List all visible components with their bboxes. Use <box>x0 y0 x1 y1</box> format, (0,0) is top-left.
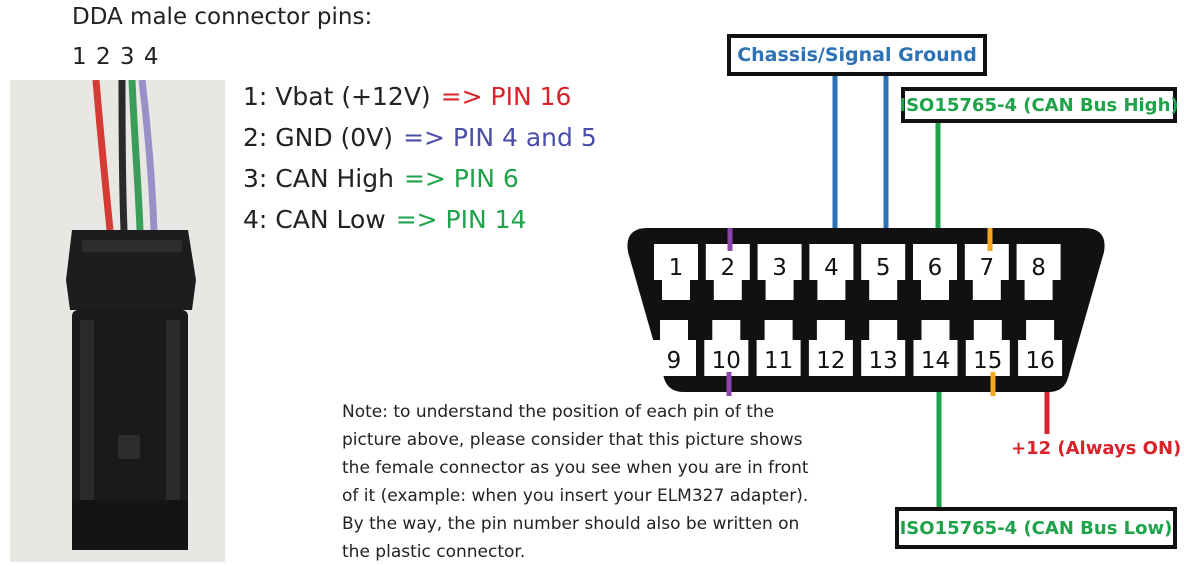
can-high-label: ISO15765-4 (CAN Bus High) <box>899 87 1179 123</box>
pin-slot <box>809 244 854 300</box>
wire-green <box>128 80 144 231</box>
dda-connector-photo <box>10 80 225 562</box>
power-label: +12 (Always ON) <box>1011 438 1182 459</box>
pin-number-8: 8 <box>1031 255 1046 281</box>
pin-number-7: 7 <box>979 255 994 281</box>
pin-number-16: 16 <box>1025 348 1054 374</box>
pin-slot <box>913 244 957 300</box>
pin-number-15: 15 <box>973 348 1002 374</box>
pin-number-10: 10 <box>712 348 741 374</box>
ground-label: Chassis/Signal Ground <box>727 34 987 76</box>
pin-slot <box>861 244 906 300</box>
pin-slot <box>654 244 698 300</box>
pin-number-11: 11 <box>764 348 793 374</box>
pin-slot <box>652 320 696 376</box>
pin-number-12: 12 <box>816 348 845 374</box>
pin-number-3: 3 <box>772 255 787 281</box>
pin-number-13: 13 <box>869 348 898 374</box>
pin-slot <box>705 244 750 300</box>
pin-slot <box>756 320 801 376</box>
pin-number-2: 2 <box>720 255 735 281</box>
pin-number-14: 14 <box>921 348 950 374</box>
legend-row-can-high: 3: CAN High=> PIN 6 <box>243 164 519 193</box>
pin-number-9: 9 <box>667 348 682 374</box>
pin-slot <box>808 320 853 376</box>
pin-number-5: 5 <box>876 255 891 281</box>
wire-black <box>118 80 128 231</box>
can-low-label: ISO15765-4 (CAN Bus Low) <box>895 507 1177 549</box>
legend-row-can-low: 4: CAN Low=> PIN 14 <box>243 205 527 234</box>
legend-row-gnd: 2: GND (0V)=> PIN 4 and 5 <box>243 123 597 152</box>
pin-slot <box>964 244 1009 300</box>
dda-pin-order: 1 2 3 4 <box>72 44 160 70</box>
note-text: Note: to understand the position of each… <box>342 402 809 562</box>
pin-slot <box>913 320 958 376</box>
legend-row-vbat: 1: Vbat (+12V)=> PIN 16 <box>243 82 572 111</box>
connector-body <box>72 310 188 550</box>
pin-slot <box>1018 320 1063 376</box>
pin-slot <box>965 320 1010 376</box>
pin-slot <box>757 244 802 300</box>
pin-number-4: 4 <box>824 255 839 281</box>
page-title: DDA male connector pins: <box>72 4 373 30</box>
pin-number-6: 6 <box>928 255 943 281</box>
pin-slot <box>704 320 749 376</box>
wire-lilac <box>138 80 158 231</box>
wire-red <box>92 80 114 231</box>
pin-number-1: 1 <box>669 255 684 281</box>
pin-slot <box>861 320 906 376</box>
pin-slot <box>1016 244 1061 300</box>
